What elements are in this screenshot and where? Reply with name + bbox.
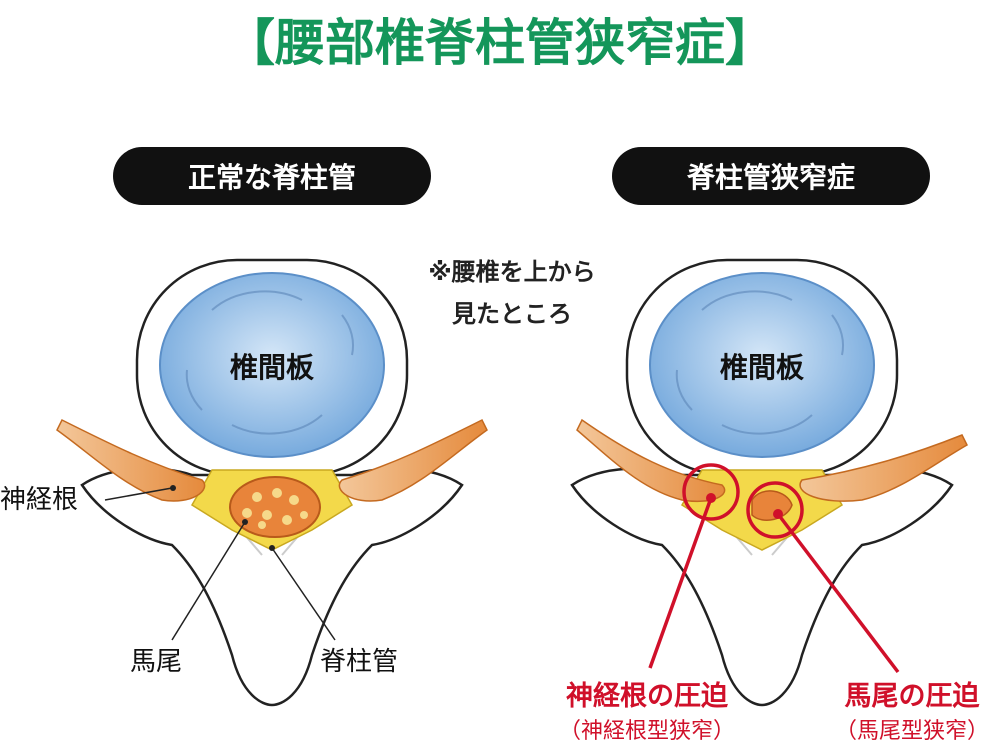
right-disc-label: 椎間板: [720, 351, 804, 384]
canal-label: 脊柱管: [320, 647, 398, 677]
right-heading-pill: [612, 147, 930, 205]
nerve-root-compression-sub: （神経根型狭窄）: [559, 719, 735, 744]
right-nerve-root: [338, 418, 488, 502]
normal-vertebra: 椎間板: [56, 258, 488, 707]
stenosis-vertebra: 椎間板: [570, 258, 968, 707]
left-heading-pill: [113, 147, 431, 205]
left-nerve-root: [56, 418, 206, 502]
cauda-label: 馬尾: [130, 647, 182, 677]
nerve-root-compression-circle: [682, 463, 740, 521]
note-line2: 見たところ: [452, 300, 572, 328]
cauda-compression-circle: [746, 481, 804, 539]
main-title: 【腰部椎脊柱管狭窄症】: [225, 14, 775, 72]
right-heading: 脊柱管狭窄症: [686, 161, 855, 194]
left-disc-label: 椎間板: [230, 351, 314, 384]
cauda-equina: [229, 476, 321, 538]
cauda-compression-sub: （馬尾型狭窄）: [835, 719, 989, 744]
nerve-root-label: 神経根: [0, 485, 78, 515]
nerve-root-compression-title: 神経根の圧迫: [566, 680, 728, 712]
note-line1: ※腰椎を上から: [428, 258, 595, 286]
left-heading: 正常な脊柱管: [188, 161, 356, 194]
cauda-compression-title: 馬尾の圧迫: [845, 680, 980, 712]
